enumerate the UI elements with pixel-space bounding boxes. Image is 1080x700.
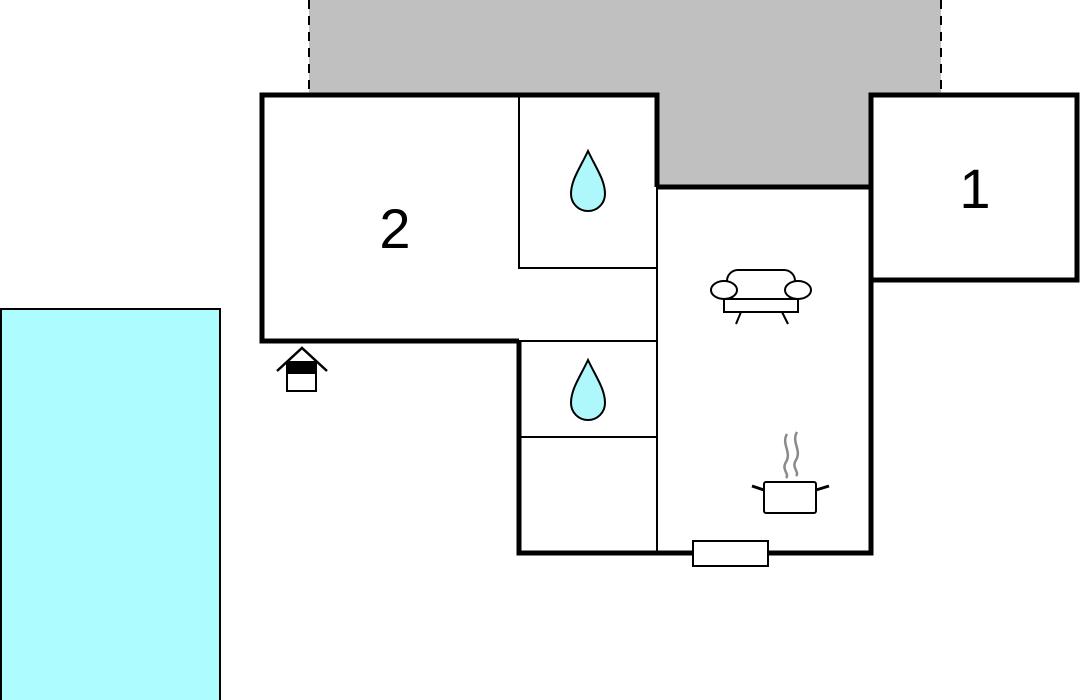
bedroom-1-walls [868, 92, 1080, 283]
pool [0, 308, 221, 700]
room-label-1: 1 [959, 157, 990, 220]
interior-walls [518, 95, 872, 553]
water-drop-icon [569, 357, 607, 421]
room-label-2: 2 [379, 197, 410, 260]
sofa-icon [710, 269, 812, 325]
sofa-seat [723, 298, 799, 313]
central-block-walls [516, 184, 874, 556]
window-symbol [692, 540, 769, 567]
cooking-pot-icon [751, 431, 830, 514]
terrace [308, 0, 942, 187]
bedroom-2-walls [259, 92, 660, 344]
water-drop-icon [569, 148, 607, 212]
house-entrance-icon [276, 346, 328, 392]
